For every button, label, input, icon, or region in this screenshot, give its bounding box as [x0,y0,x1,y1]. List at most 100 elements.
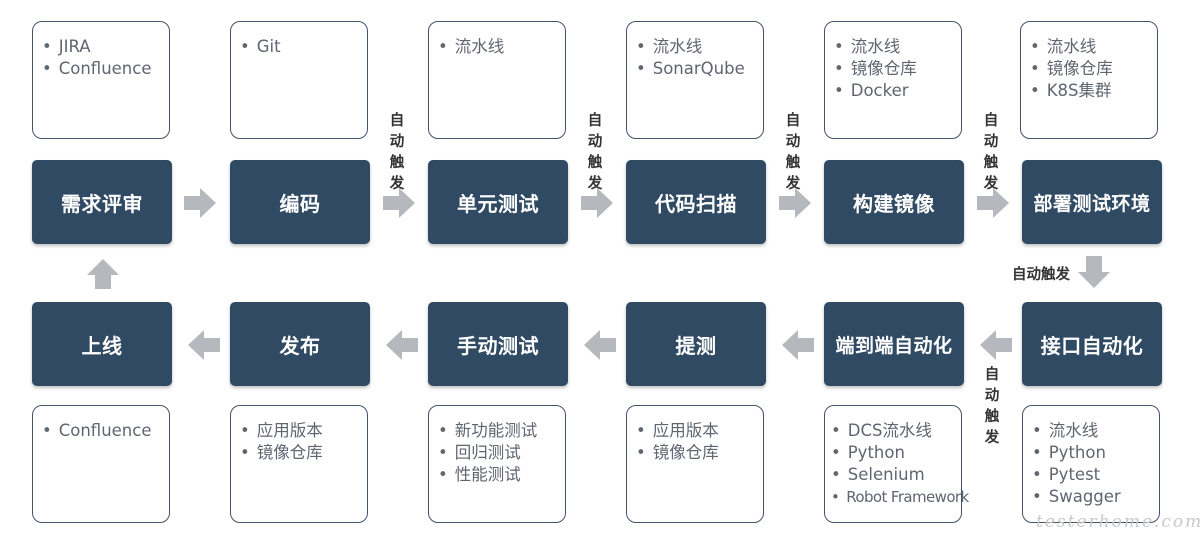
tool-box-requirements-review: JIRA Confluence [32,21,170,139]
auto-trigger-label: 自动触发 [1012,267,1070,283]
tool-box-submit-for-test: 应用版本 镜像仓库 [626,405,764,523]
tool-item: 新功能测试 [438,420,557,442]
label-char: 触 [983,155,999,171]
arrow-left-icon [386,330,418,360]
label-char: 自 [983,113,999,129]
tool-item: 镜像仓库 [636,442,755,464]
tool-item: Confluence [42,58,161,80]
tool-item: 应用版本 [240,420,359,442]
tool-item: 镜像仓库 [1030,58,1149,80]
label-char: 发 [984,430,1000,446]
stage-unit-test: 单元测试 [428,160,568,244]
stage-release: 发布 [230,302,370,386]
tool-item: 流水线 [1030,36,1149,58]
label-char: 自 [785,113,801,129]
stage-requirements-review: 需求评审 [32,160,172,244]
stage-e2e-automation: 端到端自动化 [824,302,964,386]
label-char: 触 [587,155,603,171]
label-char: 动 [984,388,1000,404]
stage-code-scan: 代码扫描 [626,160,766,244]
tool-item: 流水线 [438,36,557,58]
tool-item: K8S集群 [1030,80,1149,102]
tool-item: Pytest [1032,464,1151,486]
auto-trigger-label: 自 动 触 发 [982,111,1000,195]
tool-item: Docker [834,80,953,102]
tool-item: 性能测试 [438,464,557,486]
tool-item: Python [1032,442,1151,464]
label-char: 动 [983,134,999,150]
arrow-left-icon [188,330,220,360]
arrow-left-icon [980,330,1012,360]
auto-trigger-label: 自 动 触 发 [784,111,802,195]
label-char: 发 [785,176,801,192]
tool-item: 应用版本 [636,420,755,442]
label-char: 触 [984,409,1000,425]
arrow-left-icon [584,330,616,360]
tool-list: DCS流水线 Python Selenium Robot Framework [831,420,969,508]
label-char: 自 [984,367,1000,383]
label-char: 动 [785,134,801,150]
arrow-right-icon [977,188,1009,218]
tool-box-build-image: 流水线 镜像仓库 Docker [824,21,962,139]
tool-item: 流水线 [636,36,755,58]
label-char: 动 [587,134,603,150]
tool-item: Swagger [1032,486,1151,508]
tool-item: 流水线 [1032,420,1151,442]
tool-list: 流水线 镜像仓库 Docker [834,36,953,102]
tool-item: 回归测试 [438,442,557,464]
label-char: 触 [389,155,405,171]
tool-item: 镜像仓库 [240,442,359,464]
stage-go-live: 上线 [32,302,172,386]
tool-box-e2e-automation: DCS流水线 Python Selenium Robot Framework [824,405,969,523]
tool-list: JIRA Confluence [42,36,161,80]
tool-item: JIRA [42,36,161,58]
label-char: 自 [389,113,405,129]
tool-item: 镜像仓库 [834,58,953,80]
arrow-right-icon [779,188,811,218]
auto-trigger-label: 自 动 触 发 [388,111,406,195]
label-char: 触 [785,155,801,171]
arrow-left-icon [782,330,814,360]
arrow-right-icon [581,188,613,218]
tool-box-manual-test: 新功能测试 回归测试 性能测试 [428,405,566,523]
stage-submit-for-test: 提测 [626,302,766,386]
tool-box-unit-test: 流水线 [428,21,566,139]
tool-item: DCS流水线 [831,420,953,442]
tool-item: Confluence [42,420,161,442]
label-char: 发 [389,176,405,192]
tool-item: SonarQube [636,58,755,80]
stage-deploy-test-env: 部署测试环境 [1022,160,1162,244]
stage-build-image: 构建镜像 [824,160,964,244]
arrow-up-icon [87,259,119,289]
tool-box-go-live: Confluence [32,405,170,523]
label-char: 自 [587,113,603,129]
stage-coding: 编码 [230,160,370,244]
auto-trigger-label: 自 动 触 发 [586,111,604,195]
tool-list: 新功能测试 回归测试 性能测试 [438,420,557,486]
tool-list: Confluence [42,420,161,442]
arrow-right-icon [383,188,415,218]
tool-box-coding: Git [230,21,368,139]
tool-list: Git [240,36,359,58]
tool-box-release: 应用版本 镜像仓库 [230,405,368,523]
tool-list: 流水线 SonarQube [636,36,755,80]
tool-item: 流水线 [834,36,953,58]
watermark-text: testerhome.com [1036,512,1200,532]
tool-box-code-scan: 流水线 SonarQube [626,21,764,139]
tool-box-api-automation: 流水线 Python Pytest Swagger [1022,405,1160,523]
tool-list: 流水线 [438,36,557,58]
arrow-down-icon [1078,256,1110,288]
tool-list: 流水线 镜像仓库 K8S集群 [1030,36,1149,102]
tool-box-deploy-test-env: 流水线 镜像仓库 K8S集群 [1020,21,1158,139]
label-char: 发 [983,176,999,192]
label-char: 发 [587,176,603,192]
tool-item: Selenium [831,464,953,486]
tool-item: Python [831,442,953,464]
tool-list: 应用版本 镜像仓库 [636,420,755,464]
label-char: 动 [389,134,405,150]
stage-manual-test: 手动测试 [428,302,568,386]
tool-list: 流水线 Python Pytest Swagger [1032,420,1151,508]
tool-item: Git [240,36,359,58]
auto-trigger-label: 自 动 触 发 [983,365,1001,449]
arrow-right-icon [184,188,216,218]
